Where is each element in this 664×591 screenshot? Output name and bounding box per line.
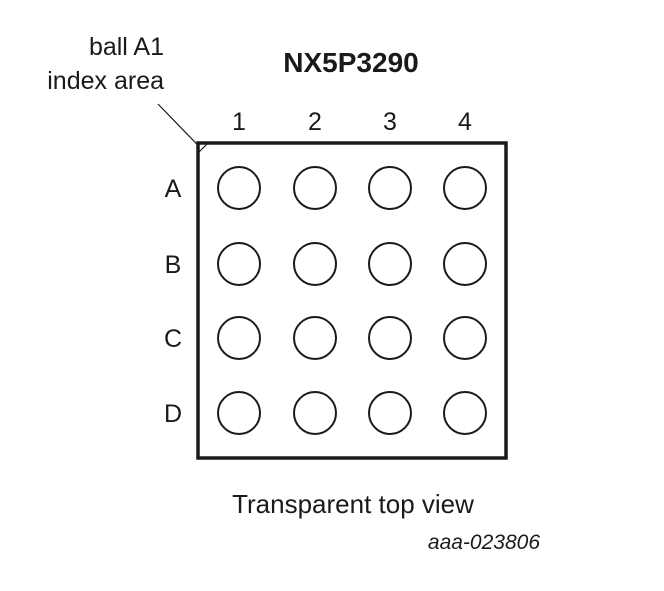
figure-reference: aaa-023806 <box>428 531 540 554</box>
row-label-D: D <box>164 400 182 428</box>
ball-A3 <box>368 166 412 210</box>
ball-D3 <box>368 391 412 435</box>
ball-B1 <box>217 242 261 286</box>
column-label-3: 3 <box>383 108 397 136</box>
index-label-line1: ball A1 <box>89 33 164 61</box>
row-label-A: A <box>165 175 182 203</box>
index-corner-mark <box>197 142 209 154</box>
row-labels: A B C D <box>164 175 182 428</box>
column-label-4: 4 <box>458 108 472 136</box>
ball-grid <box>217 166 487 435</box>
ball-D1 <box>217 391 261 435</box>
ball-C2 <box>293 316 337 360</box>
view-caption: Transparent top view <box>232 489 474 519</box>
row-label-C: C <box>164 325 182 353</box>
ball-C4 <box>443 316 487 360</box>
column-label-2: 2 <box>308 108 322 136</box>
ball-A2 <box>293 166 337 210</box>
ball-C1 <box>217 316 261 360</box>
package-title: NX5P3290 <box>283 47 418 78</box>
column-labels: 1 2 3 4 <box>232 108 472 136</box>
ball-D4 <box>443 391 487 435</box>
ball-B3 <box>368 242 412 286</box>
ball-B4 <box>443 242 487 286</box>
ball-A4 <box>443 166 487 210</box>
ball-C3 <box>368 316 412 360</box>
ball-B2 <box>293 242 337 286</box>
row-label-B: B <box>165 251 182 279</box>
index-label-line2: index area <box>47 67 164 95</box>
ball-A1 <box>217 166 261 210</box>
column-label-1: 1 <box>232 108 246 136</box>
ball-D2 <box>293 391 337 435</box>
